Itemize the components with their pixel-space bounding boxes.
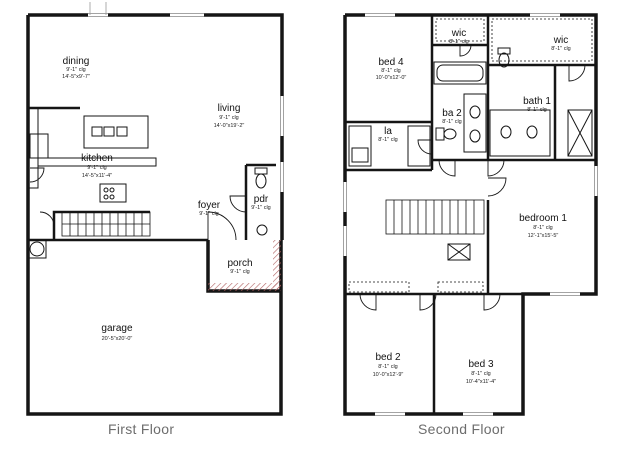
second-floor-window-marks: [343, 13, 598, 416]
bedroom-1-size: 12'-1"x15'-5": [528, 233, 559, 239]
bath-1-fixtures: [489, 47, 593, 157]
bedroom-closets: [348, 281, 484, 293]
foyer-ceiling: 9'-1" clg: [199, 211, 219, 217]
ba-2-ceiling: 8'-1" clg: [442, 119, 462, 125]
first-floor-window-marks: [88, 2, 284, 192]
kitchen-ceiling: 9'-1" clg: [87, 165, 107, 171]
living-label: living: [218, 103, 241, 114]
garage-label: garage: [101, 323, 133, 334]
wic-left-ceiling: 8'-1" clg: [449, 39, 469, 45]
first-floor-windows: [88, 13, 284, 192]
second-floor-plan: [343, 13, 598, 416]
wic-shelving: [435, 18, 593, 62]
second-floor-interior-walls: [345, 15, 596, 414]
pdr-ceiling: 9'-1" clg: [251, 205, 271, 211]
kitchen-island: [83, 115, 149, 149]
second-floor-doors: [359, 44, 586, 311]
first-floor-stairs: [61, 211, 151, 237]
bed-4-ceiling: 8'-1" clg: [381, 68, 401, 74]
wic-right-ceiling: 8'-1" clg: [551, 46, 571, 52]
bed-4-size: 10'-0"x12'-0": [376, 75, 407, 81]
porch-label: porch: [227, 258, 252, 269]
first-floor-plan: [26, 2, 284, 416]
second-floor-labels: bed 4 8'-1" clg 10'-0"x12'-0" wic 8'-1" …: [373, 28, 571, 385]
bedroom-1-label: bedroom 1: [519, 213, 567, 224]
kitchen-size: 14'-5"x11'-4": [82, 173, 112, 179]
dining-ceiling: 9'-1" clg: [66, 67, 86, 73]
first-floor-labels: dining 9'-1" clg 14'-5"x9'-7" living 9'-…: [62, 56, 271, 342]
bed-3-label: bed 3: [468, 359, 493, 370]
second-floor-windows: [343, 13, 598, 416]
water-heater: [27, 239, 47, 259]
second-floor-stairs: [385, 199, 485, 235]
porch-ceiling: 9'-1" clg: [230, 269, 250, 275]
foyer-label: foyer: [198, 200, 221, 211]
bed-2-label: bed 2: [375, 352, 400, 363]
bed-3-ceiling: 8'-1" clg: [471, 371, 491, 377]
first-floor-caption: First Floor: [108, 421, 175, 437]
bath-2-fixtures: [433, 61, 487, 153]
ba-2-label: ba 2: [442, 108, 462, 119]
bed-4-label: bed 4: [378, 57, 403, 68]
first-floor-doors: [29, 167, 247, 241]
bath-1-label: bath 1: [523, 96, 551, 107]
kitchen-counters: [27, 107, 157, 203]
wic-right-label: wic: [553, 35, 568, 46]
dining-label: dining: [63, 56, 90, 67]
wic-left-label: wic: [451, 28, 466, 39]
garage-size: 20'-5"x20'-0": [102, 336, 133, 342]
bedroom-1-ceiling: 8'-1" clg: [533, 225, 553, 231]
bed-2-size: 10'-0"x12'-9": [373, 372, 404, 378]
living-size: 14'-0"x19'-2": [214, 123, 245, 129]
living-ceiling: 9'-1" clg: [219, 115, 239, 121]
laundry-label: la: [384, 126, 392, 137]
bed-3-size: 10'-4"x11'-4": [466, 379, 496, 385]
bed-2-ceiling: 8'-1" clg: [378, 364, 398, 370]
bath-1-ceiling: 8'-1" clg: [527, 107, 547, 113]
dining-size: 14'-5"x9'-7": [62, 74, 90, 80]
porch-hatch: [208, 240, 281, 291]
kitchen-label: kitchen: [81, 153, 113, 164]
powder-room-fixtures: [254, 167, 268, 236]
pdr-label: pdr: [254, 194, 269, 205]
attic-access: [447, 243, 471, 261]
second-floor-caption: Second Floor: [418, 421, 505, 437]
laundry-fixtures: [348, 125, 431, 167]
laundry-ceiling: 8'-1" clg: [378, 137, 398, 143]
